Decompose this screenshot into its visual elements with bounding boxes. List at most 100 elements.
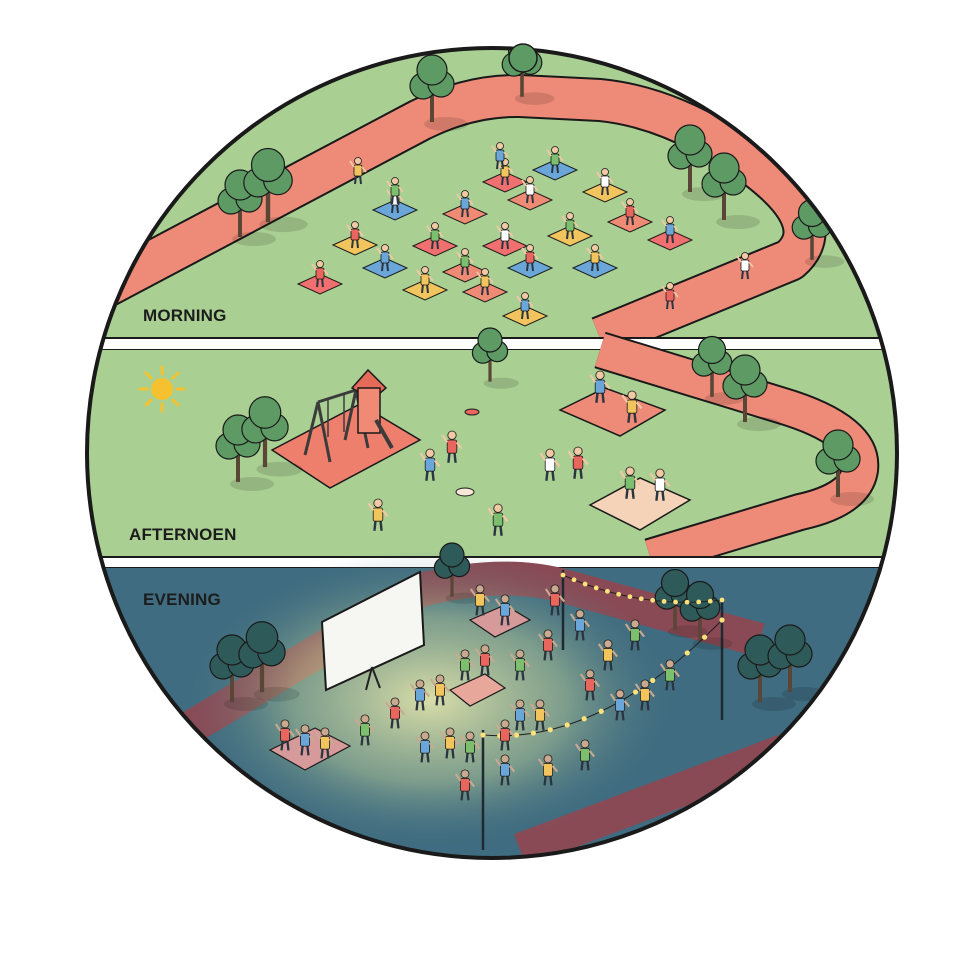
evening-blanket-3 [468, 604, 532, 638]
string-light [582, 581, 588, 587]
string-light [684, 650, 690, 656]
person [597, 639, 619, 671]
person [456, 190, 474, 218]
person [659, 659, 681, 691]
string-light [696, 599, 702, 605]
person [567, 446, 589, 479]
yoga-mat [546, 225, 594, 247]
band-label-evening: EVENING [143, 590, 221, 609]
person [621, 198, 639, 226]
frisbee-1 [464, 408, 480, 416]
tree-icon [433, 542, 481, 604]
string-light [627, 594, 633, 600]
tree-icon [238, 621, 300, 702]
string-light [605, 588, 610, 594]
person [494, 754, 516, 786]
person [474, 644, 496, 676]
person [509, 699, 531, 731]
string-light [564, 722, 570, 728]
yoga-mat [581, 181, 629, 203]
person [439, 727, 461, 759]
tree-icon [243, 147, 308, 233]
string-light [650, 677, 656, 684]
person [419, 448, 441, 481]
string-light [598, 708, 604, 714]
string-light [673, 599, 678, 605]
string-light [632, 689, 639, 695]
person [634, 679, 656, 711]
tree-icon [508, 43, 538, 73]
person [416, 266, 434, 294]
string-light [480, 732, 486, 738]
person [579, 669, 601, 701]
person [376, 244, 394, 272]
person [274, 719, 296, 751]
person [441, 430, 463, 463]
string-light [638, 596, 644, 602]
string-light [571, 577, 577, 583]
person [454, 769, 476, 801]
person [589, 370, 611, 403]
tree-icon [241, 396, 303, 477]
yoga-mat [371, 199, 419, 221]
tree-icon [701, 152, 760, 229]
person [661, 282, 679, 310]
yoga-mat [296, 273, 344, 295]
yoga-mat [606, 211, 654, 233]
band-label-afternoon: AFTERNOEN [129, 525, 237, 544]
person [346, 221, 364, 249]
screen-glow [180, 550, 680, 850]
person [569, 609, 591, 641]
person [311, 260, 329, 288]
yoga-mat [531, 159, 579, 181]
person [349, 157, 367, 185]
person [661, 216, 679, 244]
person [561, 212, 579, 240]
person [609, 689, 631, 721]
person [454, 649, 476, 681]
person [521, 176, 539, 204]
slide-icon [350, 368, 394, 449]
afternoon-band: AFTERNOEN [87, 327, 897, 576]
tree-icon [471, 327, 519, 389]
person [409, 679, 431, 711]
yoga-mat [461, 281, 509, 303]
person [537, 629, 559, 661]
person [546, 146, 564, 174]
playground-mat [270, 403, 422, 489]
yoga-mat [401, 279, 449, 301]
person [529, 699, 551, 731]
person [469, 584, 491, 616]
string-light [581, 716, 587, 722]
person [386, 177, 404, 205]
string-light [719, 617, 725, 623]
person [516, 292, 534, 320]
person [314, 727, 336, 759]
picnic-blanket-1 [558, 387, 667, 437]
person [596, 168, 614, 196]
projector-screen-icon [320, 570, 426, 692]
string-light [661, 599, 667, 604]
person [521, 244, 539, 272]
person [476, 268, 494, 296]
yoga-mat [361, 257, 409, 279]
person [649, 468, 671, 501]
yoga-mat [571, 257, 619, 279]
yoga-mat [331, 234, 379, 256]
person [384, 697, 406, 729]
person [459, 731, 481, 763]
person [294, 724, 316, 756]
band-label-morning: MORNING [143, 306, 227, 325]
person [426, 222, 444, 250]
person [354, 714, 376, 746]
string-light [593, 585, 599, 591]
string-light [560, 572, 566, 578]
yoga-mat [506, 257, 554, 279]
yoga-mat [441, 203, 489, 225]
person [537, 754, 559, 786]
person [509, 649, 531, 681]
morning-band: MORNING [87, 48, 897, 359]
picnic-blanket-2 [588, 477, 692, 531]
person [621, 390, 643, 423]
string-light [719, 597, 725, 603]
